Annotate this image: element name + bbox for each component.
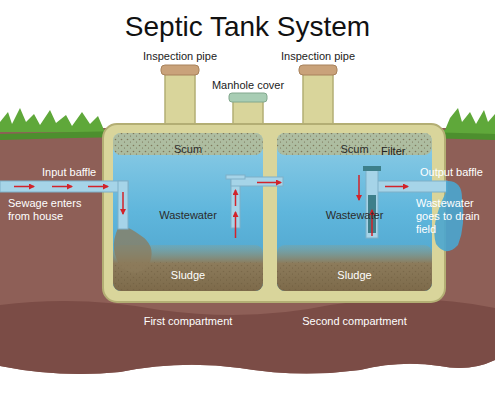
part-label: Manhole cover <box>208 79 288 92</box>
part-label: Inspection pipe <box>276 50 360 63</box>
tank-compartment: ScumWastewaterSludgeFirst compartment <box>113 133 263 291</box>
tank-compartment: ScumWastewaterSludgeSecond compartment <box>277 133 432 291</box>
compartment-label: Second compartment <box>277 315 432 328</box>
layer-label: Sludge <box>113 269 263 282</box>
layer-label: Scum <box>277 143 432 156</box>
part-label: Inspection pipe <box>138 50 222 63</box>
part-label: Output baffle <box>420 166 494 179</box>
flow-arrow <box>257 182 281 184</box>
part-label: Input baffle <box>42 166 116 179</box>
layer-label: Sludge <box>277 269 432 282</box>
layer-label: Scum <box>113 143 263 156</box>
flow-note: Wastewater goes to drain field <box>416 197 492 236</box>
layer-label: Wastewater <box>113 209 263 222</box>
compartment-label: First compartment <box>113 315 263 328</box>
layer-label: Wastewater <box>277 209 432 222</box>
part-label: Filter <box>381 145 421 158</box>
flow-note: Sewage enters from house <box>8 197 88 223</box>
diagram-title: Septic Tank System <box>0 10 495 44</box>
